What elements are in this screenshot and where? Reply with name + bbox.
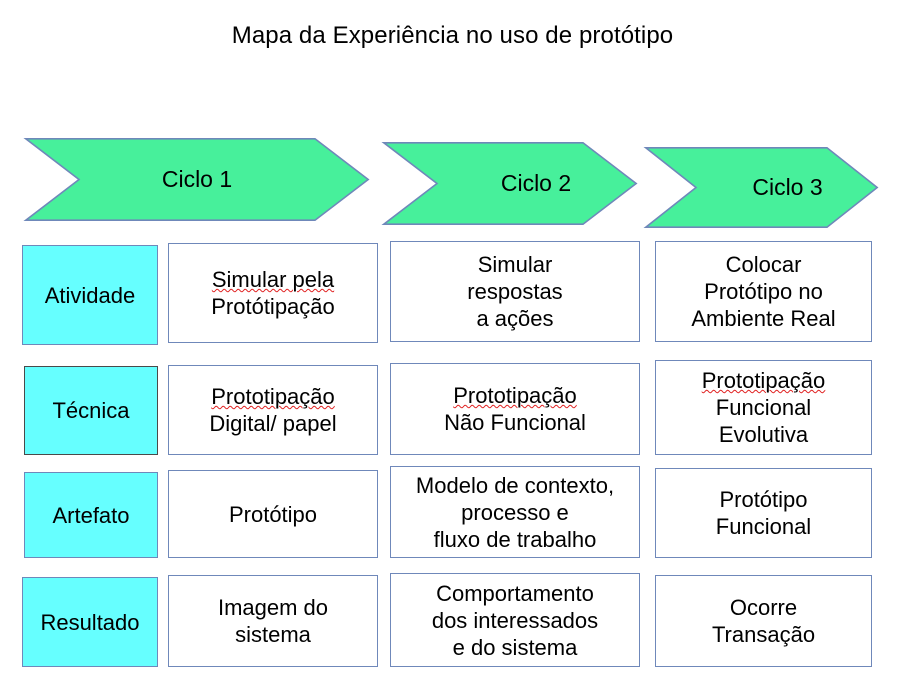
cell-artefato-ciclo-3[interactable]: Protótipo Funcional bbox=[655, 468, 872, 558]
row-label-text: Artefato bbox=[52, 502, 130, 528]
row-label-artefato[interactable]: Artefato bbox=[24, 472, 158, 558]
cell-tecnica-ciclo-1[interactable]: Prototipação Digital/ papel bbox=[168, 365, 378, 455]
cell-resultado-ciclo-2[interactable]: Comportamento dos interessados e do sist… bbox=[390, 573, 640, 667]
cell-text: Colocar Protótipo no Ambiente Real bbox=[691, 252, 836, 331]
row-label-text: Resultado bbox=[40, 609, 140, 635]
cell-atividade-ciclo-1[interactable]: Simular pela Protótipação bbox=[168, 243, 378, 343]
cell-text: Protótipo Funcional bbox=[715, 487, 812, 539]
cell-text: Simular respostas a ações bbox=[467, 252, 563, 331]
row-label-atividade[interactable]: Atividade bbox=[22, 245, 158, 345]
chevron-shape-icon bbox=[23, 138, 370, 221]
cell-tecnica-ciclo-3[interactable]: Prototipação Funcional Evolutiva bbox=[655, 360, 872, 455]
row-label-text: Atividade bbox=[44, 282, 136, 308]
cell-resultado-ciclo-1[interactable]: Imagem do sistema bbox=[168, 575, 378, 667]
cycle-chevron-1[interactable]: Ciclo 1 bbox=[23, 138, 370, 221]
cell-artefato-ciclo-2[interactable]: Modelo de contexto, processo e fluxo de … bbox=[390, 466, 640, 558]
cell-artefato-ciclo-1[interactable]: Protótipo bbox=[168, 470, 378, 558]
cell-text: Prototipação Funcional Evolutiva bbox=[701, 368, 826, 447]
cell-text: Simular pela Protótipação bbox=[211, 267, 335, 319]
chevron-shape-icon bbox=[381, 142, 638, 225]
cell-atividade-ciclo-2[interactable]: Simular respostas a ações bbox=[390, 241, 640, 342]
cell-text: Modelo de contexto, processo e fluxo de … bbox=[415, 472, 615, 552]
cell-text: Protótipo bbox=[228, 501, 318, 527]
cell-resultado-ciclo-3[interactable]: Ocorre Transação bbox=[655, 575, 872, 667]
cycle-chevron-3[interactable]: Ciclo 3 bbox=[643, 147, 879, 228]
page-title: Mapa da Experiência no uso de protótipo bbox=[231, 22, 674, 49]
row-label-text: Técnica bbox=[52, 398, 130, 423]
cell-atividade-ciclo-3[interactable]: Colocar Protótipo no Ambiente Real bbox=[655, 241, 872, 342]
chevron-shape-icon bbox=[643, 147, 879, 228]
cell-tecnica-ciclo-2[interactable]: Prototipação Não Funcional bbox=[390, 363, 640, 455]
cell-text: Imagem do sistema bbox=[217, 595, 329, 647]
cycle-chevron-2[interactable]: Ciclo 2 bbox=[381, 142, 638, 225]
cell-text: Prototipação Digital/ papel bbox=[209, 384, 337, 436]
row-label-resultado[interactable]: Resultado bbox=[22, 577, 158, 667]
cell-text: Comportamento dos interessados e do sist… bbox=[431, 580, 599, 660]
row-label-tecnica[interactable]: Técnica bbox=[24, 366, 158, 455]
cell-text: Prototipação Não Funcional bbox=[444, 383, 586, 435]
cell-text: Ocorre Transação bbox=[711, 595, 816, 647]
